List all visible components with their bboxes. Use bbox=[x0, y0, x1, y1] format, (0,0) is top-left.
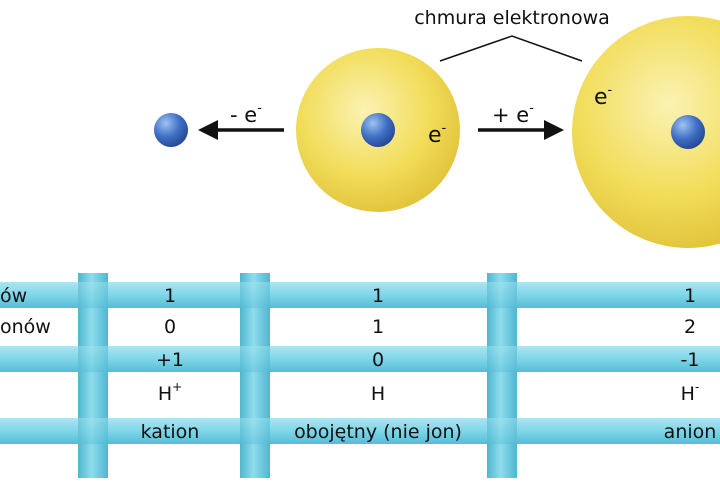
table-cell: H+ bbox=[158, 380, 182, 405]
table-cell: 0 bbox=[164, 316, 176, 338]
electron-loss-arrow bbox=[198, 120, 284, 140]
table-cell: 1 bbox=[372, 285, 384, 307]
table-column-cation: 1 0 +1 H+ kation bbox=[141, 285, 200, 443]
cation-nucleus bbox=[154, 113, 188, 147]
row-label-electrons: onów bbox=[0, 316, 51, 338]
table-column-anion: 1 2 -1 H- anion bbox=[664, 285, 717, 443]
row-label-protons: ów bbox=[0, 285, 27, 307]
table-cell: +1 bbox=[156, 349, 184, 371]
table-cell: 1 bbox=[372, 316, 384, 338]
cloud-pointer-lines bbox=[439, 35, 583, 62]
cloud-label: chmura elektronowa bbox=[414, 7, 610, 29]
electron-loss-label: - e- bbox=[230, 101, 262, 127]
electron-gain-label: + e- bbox=[492, 101, 534, 127]
neutral-nucleus bbox=[361, 113, 395, 147]
table-cell: H- bbox=[681, 380, 700, 405]
anion-electron-cloud bbox=[572, 16, 720, 248]
table-row-bar bbox=[0, 346, 720, 372]
table-column-neutral: 1 1 0 H obojętny (nie jon) bbox=[294, 285, 462, 443]
electron-gain-arrow bbox=[478, 120, 564, 140]
neutral-electron-label: e- bbox=[428, 121, 447, 148]
table-row-bar bbox=[0, 418, 720, 444]
table-cell: obojętny (nie jon) bbox=[294, 421, 462, 443]
table-cell: 1 bbox=[164, 285, 176, 307]
table-cell: anion bbox=[664, 421, 717, 443]
table-cell: kation bbox=[141, 421, 200, 443]
table-cell: H bbox=[371, 383, 385, 405]
table-cell: 2 bbox=[684, 316, 696, 338]
table-grid bbox=[0, 273, 720, 478]
table-row-bar bbox=[0, 282, 720, 308]
anion-nucleus bbox=[671, 115, 705, 149]
anion-electron-label: e- bbox=[594, 83, 613, 110]
table-cell: 1 bbox=[684, 285, 696, 307]
table-cell: 0 bbox=[372, 349, 384, 371]
table-cell: -1 bbox=[681, 349, 700, 371]
